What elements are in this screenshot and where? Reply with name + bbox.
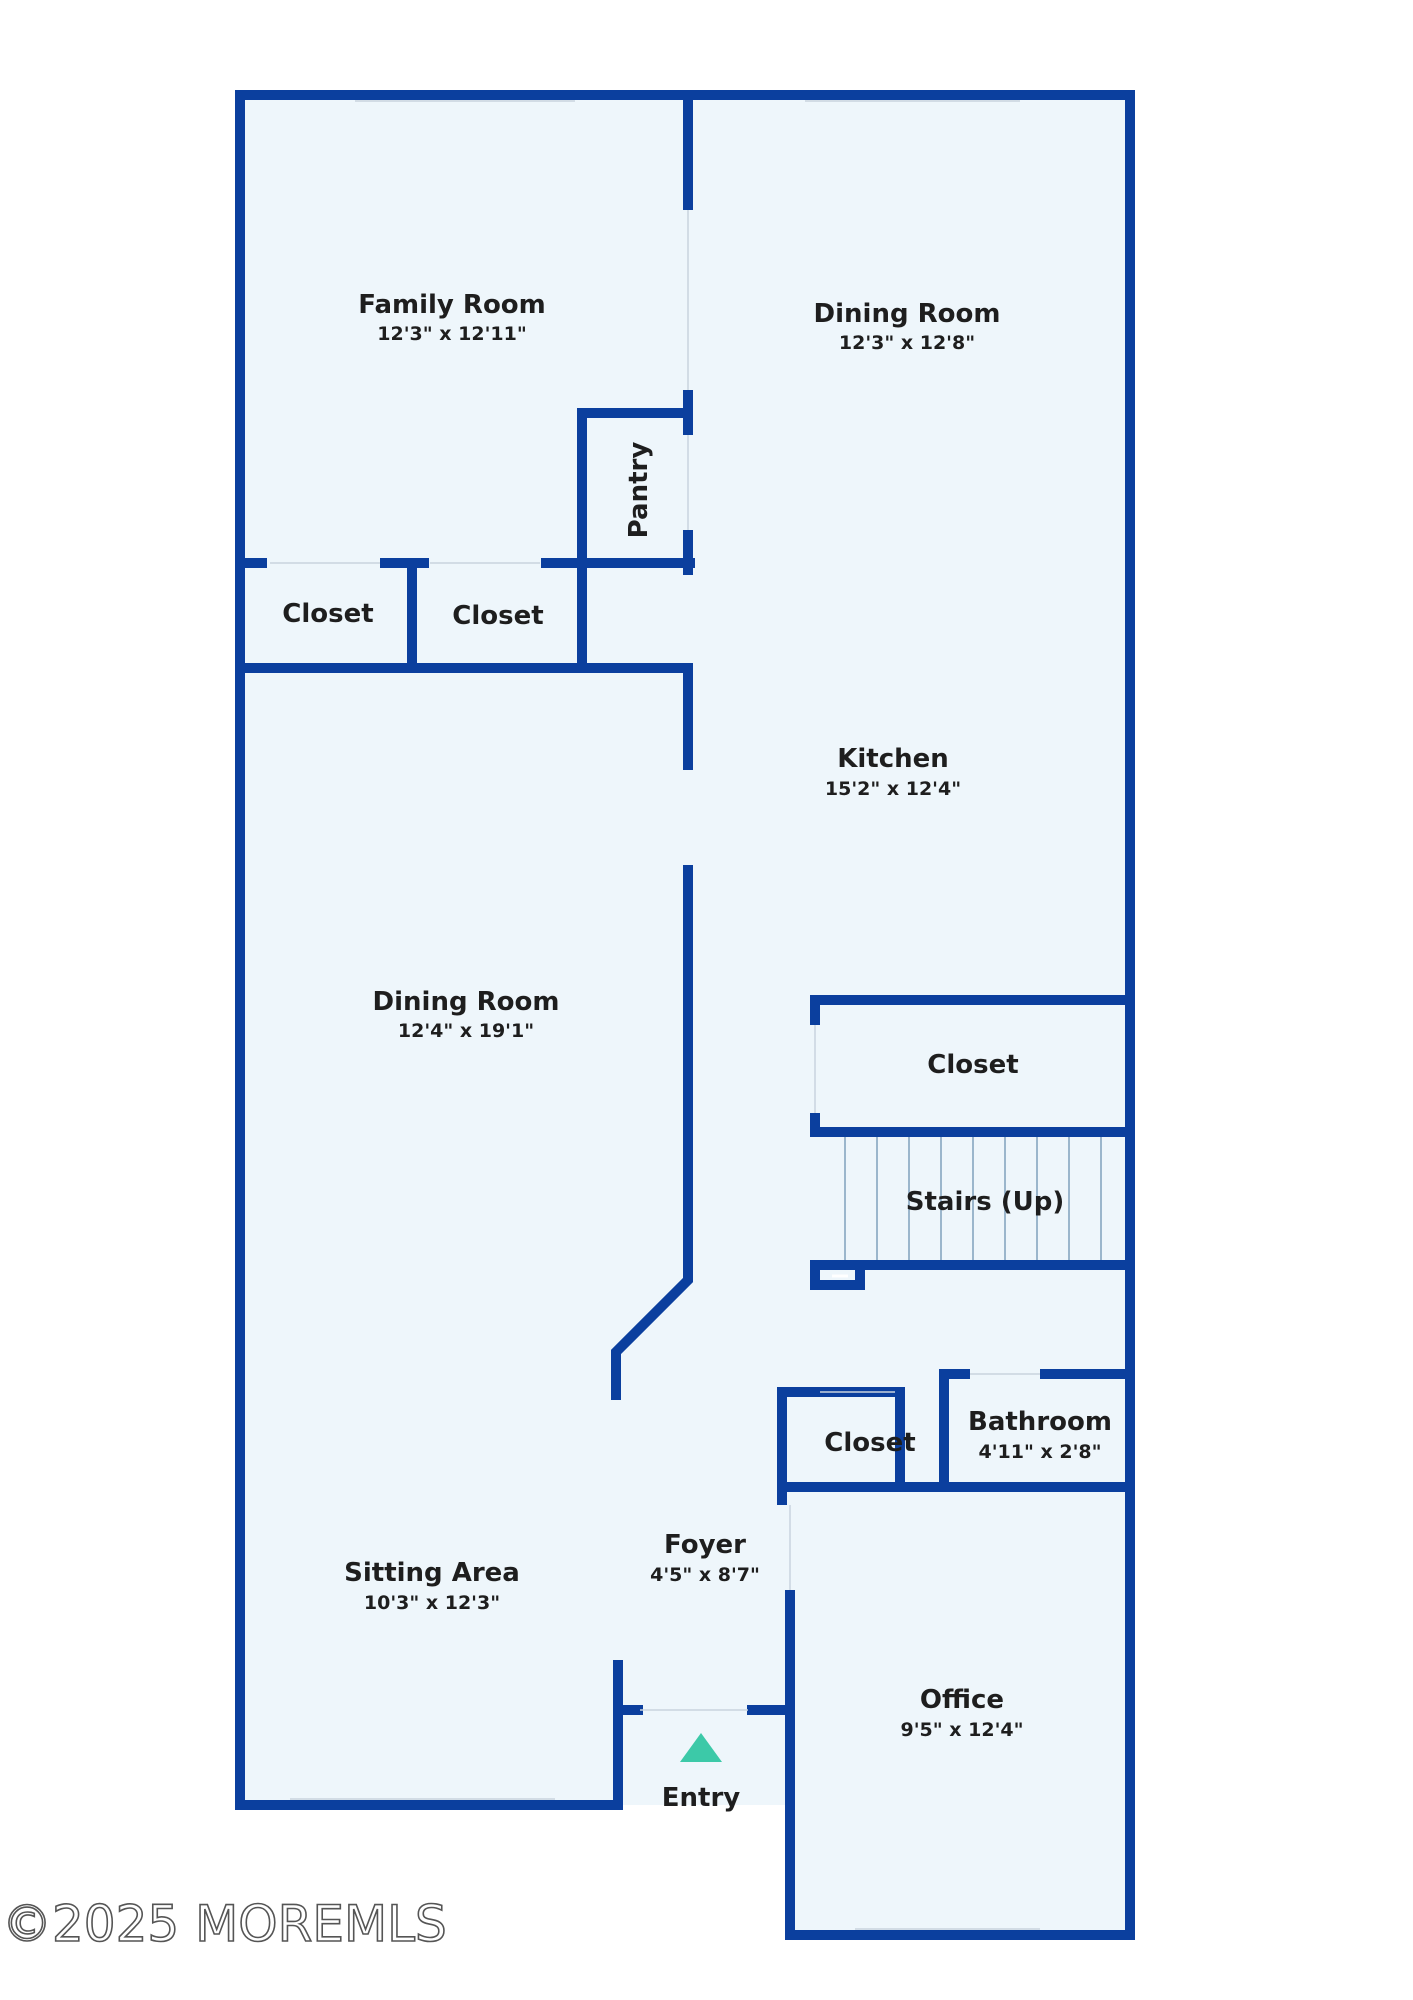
dining-room-lower-name: Dining Room [373,987,560,1017]
dining-room-upper-name: Dining Room [814,299,1001,329]
office-name: Office [920,1685,1004,1715]
bathroom-dims: 4'11" x 2'8" [978,1441,1101,1463]
office-dims: 9'5" x 12'4" [900,1719,1023,1741]
kitchen-dims: 15'2" x 12'4" [825,778,961,800]
closet-middle-name: Closet [452,601,543,631]
family-room-name: Family Room [358,290,546,320]
kitchen-name: Kitchen [837,744,949,774]
foyer-name: Foyer [664,1530,746,1560]
pantry-name: Pantry [624,442,654,539]
floor-area [240,95,1130,1940]
stairs-name: Stairs (Up) [906,1187,1064,1217]
stair-treads [832,1137,1102,1278]
copyright-watermark: ©2025 MOREMLS [2,1895,447,1953]
sitting-area-name: Sitting Area [344,1558,520,1588]
sitting-area-dims: 10'3" x 12'3" [364,1592,500,1614]
entry-arrow-icon [680,1733,722,1762]
dining-room-lower-dims: 12'4" x 19'1" [398,1020,534,1042]
closet-foyer-name: Closet [824,1428,915,1458]
door-openings [270,210,1040,1711]
closet-left-name: Closet [282,599,373,629]
bathroom-name: Bathroom [968,1407,1112,1437]
family-room-dims: 12'3" x 12'11" [377,323,526,345]
entry-label: Entry [662,1783,741,1813]
closet-right-name: Closet [927,1050,1018,1080]
foyer-dims: 4'5" x 8'7" [650,1564,760,1586]
dining-room-upper-dims: 12'3" x 12'8" [839,332,975,354]
